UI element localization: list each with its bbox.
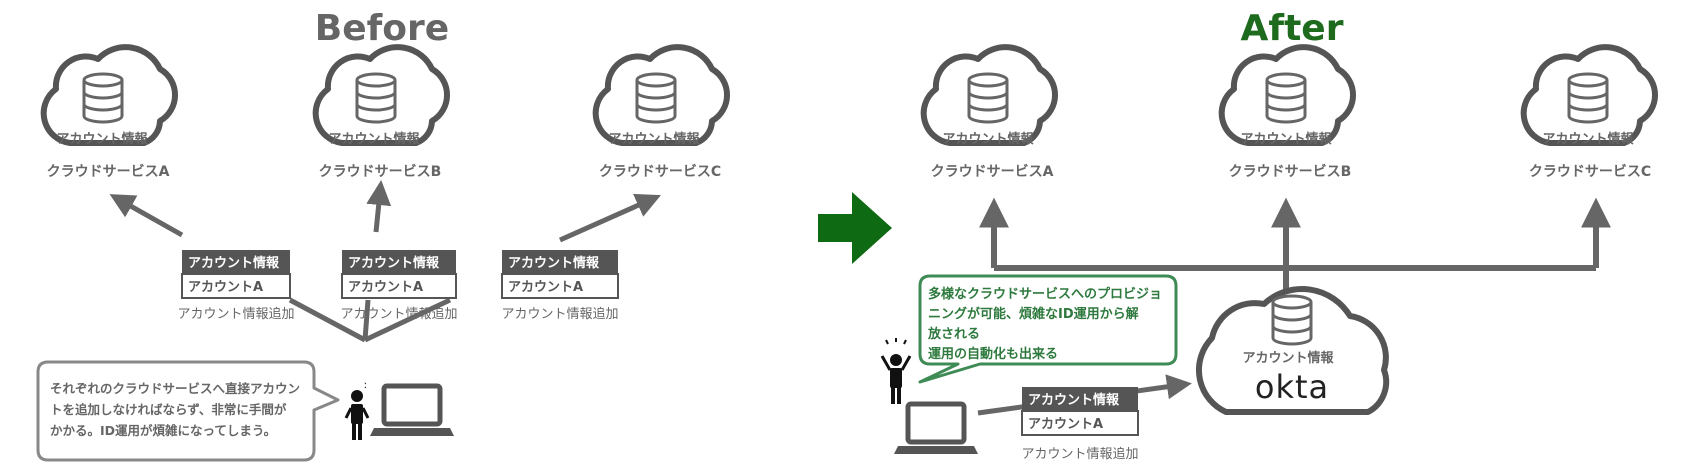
database-icon: [1567, 72, 1609, 124]
svg-text:ː: ː: [364, 380, 367, 391]
cloud-label: アカウント情報: [56, 131, 148, 147]
laptop-icon: [894, 404, 978, 454]
laptop-icon: [370, 386, 454, 436]
before-cloud-c: アカウント情報 クラウドサービスC: [596, 47, 727, 180]
after-note-bubble: 多様なクラウドサービスへのプロビジョ ニングが可能、煩雑なID運用から解 放され…: [918, 274, 1178, 384]
note-line: ニングが可能、煩雑なID運用から解: [928, 306, 1139, 322]
arrow-to-cloud-a: [109, 194, 184, 238]
after-title: After: [1241, 8, 1344, 49]
note-line: 多様なクラウドサービスへのプロビジョ: [928, 286, 1162, 302]
database-icon: [635, 72, 677, 124]
cloud-caption: クラウドサービスB: [319, 164, 442, 180]
provisioning-lines: [979, 197, 1611, 290]
okta-logo: okta: [1255, 368, 1329, 406]
cloud-caption: クラウドサービスC: [1529, 164, 1651, 180]
after-cloud-a: アカウント情報 クラウドサービスA: [924, 47, 1055, 180]
note-line: 運用の自動化も出来る: [928, 346, 1058, 362]
arrow-to-cloud-b: [366, 180, 392, 233]
transition-arrow-icon: [818, 192, 892, 264]
after-cloud-b: アカウント情報 クラウドサービスB: [1222, 47, 1353, 180]
before-card-a: アカウント情報 アカウントA アカウント情報追加: [177, 250, 295, 322]
card-value: アカウントA: [348, 280, 423, 295]
database-icon: [967, 72, 1009, 124]
database-icon: [1265, 72, 1307, 124]
card-caption: アカウント情報追加: [340, 306, 457, 322]
card-value: アカウントA: [508, 280, 583, 295]
card-caption: アカウント情報追加: [177, 306, 294, 322]
note-line: トを追加しなければならず、非常に手間が: [50, 402, 287, 417]
note-line: それぞれのクラウドサービスへ直接アカウン: [50, 381, 300, 396]
cloud-caption: クラウドサービスB: [1229, 164, 1352, 180]
arrow-to-cloud-c: [558, 193, 661, 243]
before-title: Before: [315, 8, 449, 49]
database-icon: [82, 72, 124, 124]
okta-cloud: アカウント情報 okta: [1196, 286, 1390, 415]
before-card-c: アカウント情報 アカウントA アカウント情報追加: [501, 250, 619, 322]
card-header: アカウント情報: [188, 255, 280, 271]
cloud-label: アカウント情報: [1240, 131, 1332, 147]
cloud-caption: クラウドサービスA: [931, 164, 1054, 180]
celebrating-person-icon: [880, 338, 912, 404]
before-connectors: [288, 297, 452, 343]
before-cloud-b: アカウント情報 クラウドサービスB: [316, 47, 447, 180]
before-note-bubble: それぞれのクラウドサービスへ直接アカウン トを追加しなければならず、非常に手間が…: [36, 360, 340, 462]
before-cloud-a: アカウント情報 クラウドサービスA: [44, 47, 175, 180]
card-caption: アカウント情報追加: [501, 306, 618, 322]
before-card-b: アカウント情報 アカウントA アカウント情報追加: [340, 250, 458, 322]
after-cloud-c: アカウント情報 クラウドサービスC: [1524, 47, 1655, 180]
card-value: アカウントA: [1028, 417, 1103, 432]
note-line: 放される: [927, 326, 980, 342]
person-icon: ː: [344, 380, 370, 440]
database-icon: [1271, 294, 1313, 346]
cloud-label: アカウント情報: [942, 131, 1034, 147]
cloud-caption: クラウドサービスA: [47, 164, 170, 180]
card-header: アカウント情報: [348, 255, 440, 271]
cloud-label: アカウント情報: [608, 131, 700, 147]
card-header: アカウント情報: [1028, 392, 1120, 408]
cloud-label: アカウント情報: [328, 131, 420, 147]
note-line: かかる。ID運用が煩雑になってしまう。: [50, 423, 276, 438]
cloud-caption: クラウドサービスC: [599, 164, 721, 180]
card-caption: アカウント情報追加: [1021, 446, 1138, 462]
card-header: アカウント情報: [508, 255, 600, 271]
cloud-label: アカウント情報: [1542, 131, 1634, 147]
okta-label: アカウント情報: [1242, 350, 1334, 366]
card-value: アカウントA: [188, 280, 263, 295]
after-card: アカウント情報 アカウントA アカウント情報追加: [1021, 387, 1139, 462]
database-icon: [355, 72, 397, 124]
before-arrows: [109, 180, 661, 243]
